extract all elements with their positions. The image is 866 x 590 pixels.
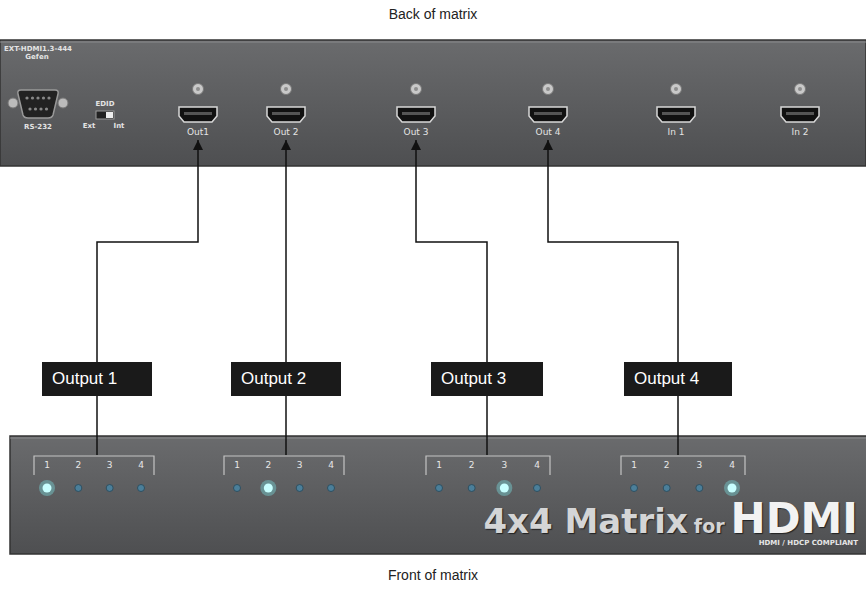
- led-number: 1: [626, 460, 642, 470]
- hdmi-connector: [173, 82, 223, 126]
- hdmi-connector: [651, 82, 701, 126]
- hdmi-port: In 2: [775, 82, 825, 138]
- hdmi-connector: [523, 82, 573, 126]
- logo-text: 4x4 Matrix: [483, 503, 687, 540]
- led-group: 1 2 3 4: [425, 455, 551, 499]
- panel-highlight: [0, 42, 866, 43]
- rs232-connector: [8, 90, 68, 118]
- panel-label: Ext: [80, 123, 98, 131]
- signal-arrow: [416, 140, 487, 362]
- signal-arrow: [97, 140, 198, 362]
- led-number: 2: [260, 460, 276, 470]
- panel-label: RS-232: [18, 124, 58, 132]
- output-box: Output 2: [231, 362, 341, 396]
- output-label: Output 1: [52, 369, 117, 389]
- signal-line: [96, 396, 98, 455]
- product-logo: 4x4 Matrix for HDMI: [483, 496, 858, 542]
- hdmi-port: Out1: [173, 82, 223, 138]
- panel-label: Gefen: [4, 54, 70, 62]
- output-label: Output 3: [441, 369, 506, 389]
- output-box: Output 4: [624, 362, 732, 396]
- hdmi-port: In 1: [651, 82, 701, 138]
- port-label: In 2: [775, 126, 825, 138]
- led-number: 4: [323, 460, 339, 470]
- hdmi-connector: [391, 82, 441, 126]
- hdmi-port: Out 3: [391, 82, 441, 138]
- hdmi-connector: [775, 82, 825, 126]
- port-label: Out 4: [523, 126, 573, 138]
- led-number: 1: [431, 460, 447, 470]
- output-box: Output 3: [431, 362, 543, 396]
- led-number: 4: [133, 460, 149, 470]
- logo-text: for: [694, 516, 725, 537]
- panel-highlight: [10, 438, 866, 439]
- led-number: 3: [102, 460, 118, 470]
- back-panel: [0, 40, 866, 166]
- hdmi-port: Out 4: [523, 82, 573, 138]
- panel-label: EXT-HDMI1.3-444: [4, 46, 70, 54]
- led-bracket: [33, 455, 155, 499]
- logo-text: HDMI: [731, 496, 858, 542]
- led-bracket: [425, 455, 551, 499]
- panel-label: Int: [110, 123, 128, 131]
- front-panel: [10, 436, 866, 554]
- panel-label: EDID: [92, 101, 118, 109]
- led-group: 1 2 3 4: [223, 455, 345, 499]
- led-number: 3: [292, 460, 308, 470]
- output-label: Output 4: [634, 369, 699, 389]
- port-label: Out1: [173, 126, 223, 138]
- led-number: 2: [659, 460, 675, 470]
- signal-arrow: [548, 140, 678, 362]
- led-number: 4: [724, 460, 740, 470]
- output-box: Output 1: [42, 362, 152, 396]
- output-label: Output 2: [241, 369, 306, 389]
- led-number: 3: [496, 460, 512, 470]
- hdmi-port: Out 2: [261, 82, 311, 138]
- port-label: Out 2: [261, 126, 311, 138]
- edid-switch: [96, 111, 114, 119]
- led-number: 4: [529, 460, 545, 470]
- signal-line: [486, 396, 488, 455]
- port-label: In 1: [651, 126, 701, 138]
- led-number: 2: [70, 460, 86, 470]
- led-group: 1 2 3 4: [33, 455, 155, 499]
- signal-line: [677, 396, 679, 455]
- led-bracket: [223, 455, 345, 499]
- led-number: 3: [691, 460, 707, 470]
- diagram-caption: Front of matrix: [0, 567, 866, 583]
- signal-arrow: [285, 140, 287, 362]
- led-number: 2: [464, 460, 480, 470]
- led-group: 1 2 3 4: [620, 455, 746, 499]
- hdmi-connector: [261, 82, 311, 126]
- led-bracket: [620, 455, 746, 499]
- signal-line: [285, 396, 287, 455]
- diagram-title: Back of matrix: [0, 6, 866, 22]
- panel-label: HDMI / HDCP COMPLIANT: [700, 540, 858, 548]
- led-number: 1: [39, 460, 55, 470]
- led-number: 1: [229, 460, 245, 470]
- port-label: Out 3: [391, 126, 441, 138]
